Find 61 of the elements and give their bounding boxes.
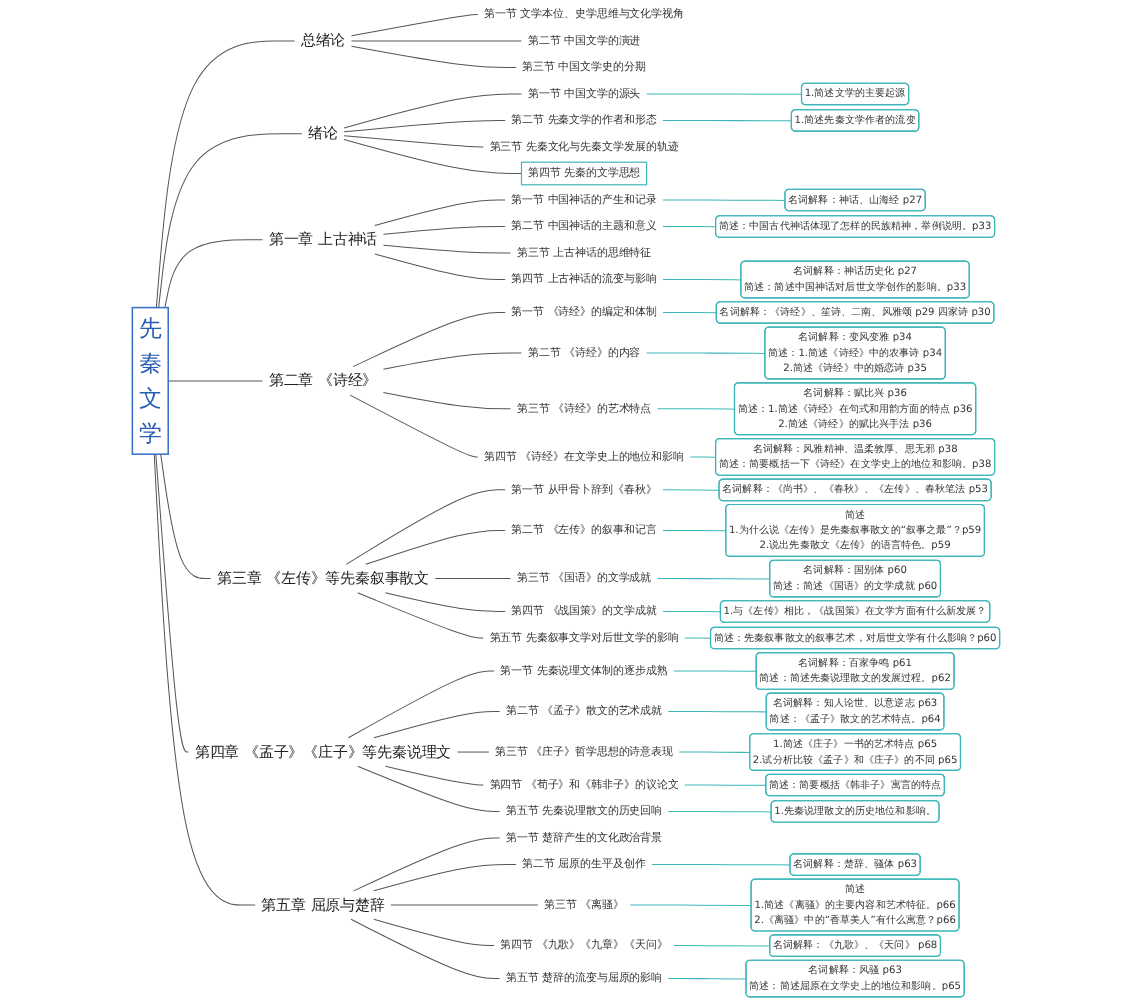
connector bbox=[382, 226, 506, 235]
connector bbox=[347, 670, 495, 739]
connector bbox=[160, 453, 212, 580]
connector bbox=[662, 529, 727, 532]
connector bbox=[662, 489, 720, 491]
connector bbox=[667, 978, 747, 980]
connector bbox=[350, 40, 522, 42]
connector bbox=[646, 352, 766, 354]
connector bbox=[167, 380, 264, 382]
connector bbox=[390, 904, 539, 906]
connector bbox=[667, 811, 772, 813]
connector bbox=[457, 751, 490, 753]
node-box: 先秦文学 bbox=[131, 306, 169, 455]
connector bbox=[343, 139, 522, 174]
connector bbox=[673, 670, 758, 672]
connector bbox=[153, 453, 256, 906]
connector bbox=[629, 904, 752, 906]
connector bbox=[684, 637, 712, 639]
connector bbox=[689, 456, 717, 458]
connector bbox=[352, 311, 506, 368]
connector bbox=[382, 244, 512, 254]
connector bbox=[667, 711, 768, 713]
connector bbox=[662, 226, 717, 228]
connector bbox=[684, 784, 767, 786]
connector bbox=[158, 133, 303, 309]
connector bbox=[357, 765, 501, 812]
connector bbox=[385, 592, 506, 612]
connector bbox=[353, 837, 501, 892]
connector bbox=[350, 45, 517, 68]
connector bbox=[374, 253, 506, 281]
connector bbox=[657, 578, 771, 580]
connector bbox=[678, 751, 751, 753]
connector bbox=[657, 408, 736, 410]
connector bbox=[646, 93, 803, 95]
connector bbox=[662, 199, 786, 201]
connector bbox=[343, 119, 506, 133]
connector bbox=[373, 711, 501, 739]
connector bbox=[155, 453, 189, 753]
connector bbox=[350, 918, 501, 980]
connector bbox=[345, 489, 506, 565]
connector bbox=[365, 529, 506, 565]
connector bbox=[155, 40, 296, 309]
connector bbox=[662, 119, 793, 122]
connector bbox=[374, 199, 506, 227]
connector bbox=[385, 765, 484, 786]
connector bbox=[373, 918, 495, 947]
connector bbox=[373, 864, 517, 892]
connector bbox=[349, 394, 479, 458]
connector bbox=[673, 945, 771, 947]
connector bbox=[357, 592, 484, 639]
connector bbox=[343, 135, 484, 148]
connector bbox=[434, 578, 512, 580]
connector bbox=[662, 279, 742, 281]
connector bbox=[350, 13, 479, 37]
connector bbox=[662, 311, 718, 314]
connector bbox=[662, 611, 722, 613]
connector bbox=[382, 392, 512, 410]
connector bbox=[343, 93, 522, 129]
connector bbox=[382, 352, 522, 370]
connector bbox=[164, 239, 264, 309]
connector bbox=[651, 864, 791, 866]
